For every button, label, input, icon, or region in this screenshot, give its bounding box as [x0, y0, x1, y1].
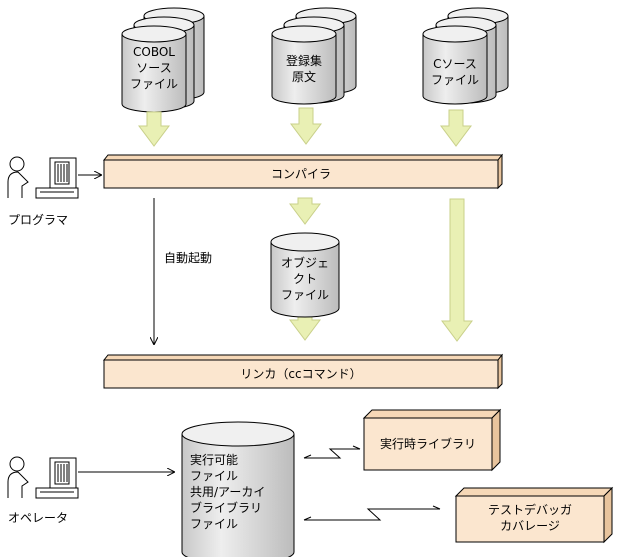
debugger-box: [454, 486, 614, 544]
object-file-line: ファイル: [280, 288, 329, 302]
c-source-line: Cソース: [433, 57, 477, 71]
flow-arrows: [138, 107, 473, 342]
executable-file-cylinder-icon: [181, 421, 295, 557]
c-source-label: Cソース ファイル: [423, 56, 487, 88]
programmer-label: プログラマ: [7, 213, 68, 227]
compiler-bar: [102, 153, 504, 190]
debugger-line: カバレージ: [500, 519, 560, 533]
operator-icon: [7, 456, 79, 499]
runtime-library-link-icon: [303, 445, 361, 459]
copybook-source-line: 登録集: [285, 54, 322, 68]
cobol-to-compiler-arrow: [138, 111, 170, 147]
cobol-source-stack-icon: [121, 7, 205, 113]
executable-file-label: 実行可能 ファイル 共用/アーカイ ブライブラリ ファイル: [190, 452, 265, 532]
object-file-label: オブジェ クト ファイル: [271, 255, 339, 303]
csource-to-compiler-arrow: [440, 109, 472, 147]
object-file-line: オブジェ: [280, 256, 329, 270]
executable-file-line: ファイル: [190, 517, 239, 531]
copybook-source-stack-icon: [271, 7, 357, 105]
linker-label: リンカ（ccコマンド）: [240, 367, 362, 381]
operator-label: オペレータ: [7, 511, 68, 525]
runtime-library-label: 実行時ライブラリ: [379, 437, 476, 451]
object-file-line: クト: [292, 272, 317, 286]
cobol-source-line: ファイル: [129, 77, 178, 91]
copybook-to-compiler-arrow: [290, 107, 322, 145]
linker-bar: [102, 353, 504, 390]
executable-file-line: 共用/アーカイ: [190, 485, 266, 499]
c-source-stack-icon: [422, 7, 509, 105]
debugger-label: テストデバッガ カバレージ: [456, 502, 604, 534]
debugger-line: テストデバッガ: [487, 503, 572, 517]
cobol-source-line: ソース: [136, 61, 172, 75]
cobol-source-label: COBOL ソース ファイル: [122, 44, 186, 92]
copybook-source-line: 原文: [291, 70, 316, 84]
cobol-source-line: COBOL: [133, 45, 175, 59]
executable-file-line: 実行可能: [190, 453, 239, 467]
executable-file-line: ブライブラリ: [190, 501, 263, 515]
compiler-to-object-arrow: [289, 197, 321, 225]
executable-file-line: ファイル: [190, 469, 239, 483]
debugger-link-icon: [303, 505, 441, 521]
compiler-label: コンパイラ: [270, 167, 331, 181]
c-source-line: ファイル: [430, 73, 479, 87]
object-file-cylinder-icon: [270, 232, 340, 318]
programmer-icon: [7, 156, 79, 199]
object-to-linker-arrow: [289, 315, 321, 341]
compiler-to-linker-arrow: [441, 198, 473, 342]
runtime-library-box: [362, 408, 502, 472]
copybook-source-label: 登録集 原文: [272, 53, 336, 85]
auto-start-label: 自動起動: [164, 251, 213, 265]
